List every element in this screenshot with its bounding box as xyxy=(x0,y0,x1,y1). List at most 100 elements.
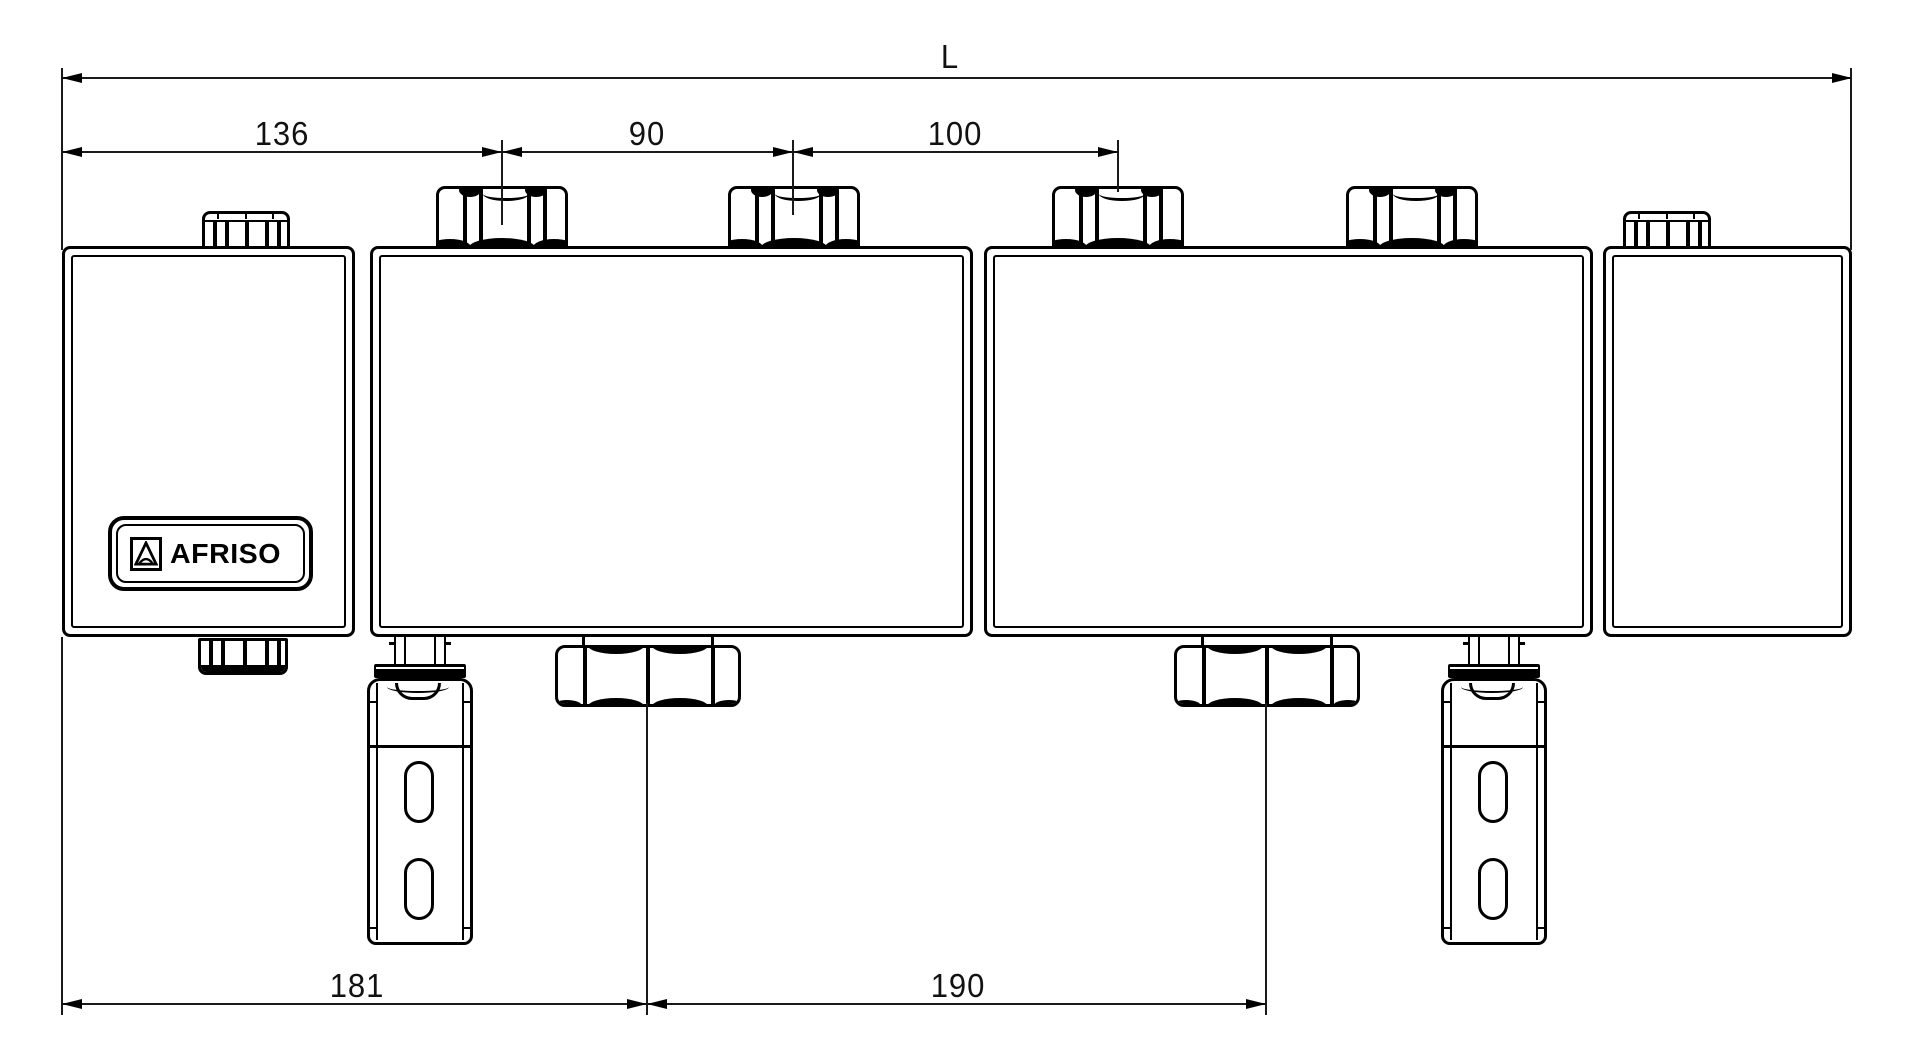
nut-bottom-shade xyxy=(1177,700,1201,704)
nut-connector-line xyxy=(711,637,714,646)
dim-arrow xyxy=(62,147,82,157)
nut-top-arc xyxy=(1099,189,1145,201)
dimension-line-top-ports xyxy=(62,151,1118,153)
stub-tick xyxy=(446,642,451,645)
nut-facet-line xyxy=(755,189,759,246)
dim-arrow xyxy=(1246,999,1266,1009)
knurl-line xyxy=(209,641,213,666)
extension-line-right-top xyxy=(1850,68,1852,250)
extension-line-bottom-right xyxy=(1265,703,1267,1015)
hex-nut-top-1 xyxy=(436,186,568,249)
nut-bottom-shade xyxy=(1085,238,1151,246)
knurl-line xyxy=(265,641,269,666)
knurl-dash xyxy=(217,214,219,219)
extension-line-bottom-mid xyxy=(646,703,648,1015)
knurl-line xyxy=(1686,222,1690,246)
knurl-dash xyxy=(1666,214,1668,219)
afriso-logo-plate: AFRISO xyxy=(108,516,313,591)
hex-nut-top-3 xyxy=(1052,186,1184,249)
dim-arrow xyxy=(502,147,522,157)
dim-label-90: 90 xyxy=(628,115,666,152)
brand-text: AFRISO xyxy=(170,537,281,569)
cap-nut-top-left xyxy=(202,211,290,249)
nut-facet-line xyxy=(463,189,467,246)
bracket-pipe-stub xyxy=(1468,637,1480,665)
extension-line-left-top xyxy=(61,68,63,250)
union-nut-bottom-2 xyxy=(1174,645,1360,707)
nut-chamfer-shade xyxy=(817,189,839,197)
nut-chamfer-shade xyxy=(1435,189,1457,197)
dim-arrow xyxy=(62,999,82,1009)
bracket-pipe-stub xyxy=(1508,637,1520,665)
knurl-line xyxy=(243,641,247,666)
bracket-slot-lower xyxy=(404,858,434,920)
nut-facet-line xyxy=(1079,189,1083,246)
bracket-slot-upper xyxy=(1478,761,1508,823)
nut-bottom-shade xyxy=(469,238,535,246)
collar-highlight-line xyxy=(1450,667,1538,669)
stub-tick xyxy=(1520,642,1525,645)
knurl-dash xyxy=(1638,214,1640,219)
nut-bottom-shade xyxy=(439,239,471,246)
nut-chamfer-shade xyxy=(751,189,773,197)
dim-label-100: 100 xyxy=(927,115,983,152)
nut-connector-line xyxy=(582,637,585,646)
knurl-line xyxy=(1634,222,1638,246)
knurl-line xyxy=(213,222,217,246)
nut-bottom-shade xyxy=(1055,239,1087,246)
dim-arrow xyxy=(62,73,82,83)
manifold-block-4 xyxy=(1603,246,1852,637)
knurl-line xyxy=(277,222,281,246)
bracket-collar xyxy=(374,664,466,678)
bracket-slot-lower xyxy=(1478,858,1508,920)
bracket-edge-tick xyxy=(462,701,470,703)
nut-facet-line xyxy=(479,189,483,246)
mounting-bracket-right xyxy=(1441,678,1547,945)
bracket-bend-line xyxy=(1444,745,1544,748)
nut-facet-line xyxy=(819,189,823,246)
nut-top-shade xyxy=(588,648,644,654)
manifold-block-3 xyxy=(984,246,1593,637)
extension-line-port1 xyxy=(501,140,503,225)
afriso-triangle-glyph xyxy=(134,540,158,566)
nut-facet-line xyxy=(1143,189,1147,246)
bracket-edge-tick xyxy=(1536,927,1544,929)
nut-top-arc xyxy=(1393,189,1439,201)
bracket-edge-tick xyxy=(370,701,378,703)
nut-bottom-shade xyxy=(1207,698,1263,704)
knurl-dash xyxy=(1693,214,1695,219)
dim-arrow xyxy=(1832,73,1852,83)
nut-top-shade xyxy=(1271,648,1327,654)
dim-arrow xyxy=(793,147,813,157)
dim-arrow xyxy=(773,147,793,157)
knurl-dash xyxy=(245,214,247,219)
collar-highlight-line xyxy=(376,667,464,669)
mounting-bracket-left xyxy=(367,678,473,945)
nut-bottom-shade xyxy=(825,239,857,246)
nut-facet-line xyxy=(1330,648,1334,704)
afriso-triangle-icon xyxy=(130,536,162,571)
nut-facet-line xyxy=(527,189,531,246)
hex-nut-top-2 xyxy=(728,186,860,249)
extension-line-port2 xyxy=(792,140,794,215)
nut-bottom-shade xyxy=(731,239,763,246)
nut-facet-line xyxy=(1389,189,1393,246)
afriso-logo-frame: AFRISO xyxy=(116,524,305,583)
bracket-pipe-arc-inner xyxy=(1469,683,1515,700)
nut-top-shade xyxy=(652,648,708,654)
knurl-line xyxy=(277,641,281,666)
bracket-edge-tick xyxy=(1444,927,1452,929)
nut-facet-line xyxy=(1159,189,1163,246)
nut-facet-line xyxy=(646,648,650,704)
cap-chamfer-band xyxy=(201,665,285,672)
extension-line-left-bottom xyxy=(61,637,63,1015)
knurl-line xyxy=(225,222,229,246)
nut-bottom-shade xyxy=(714,700,738,704)
nut-chamfer-shade xyxy=(459,189,481,197)
block-3-chamfer-line xyxy=(993,255,1584,628)
dimension-line-overall xyxy=(62,77,1852,79)
bracket-pipe-arc-inner xyxy=(395,683,441,700)
bracket-wall-line xyxy=(376,683,378,940)
bracket-wall-line xyxy=(462,683,464,940)
